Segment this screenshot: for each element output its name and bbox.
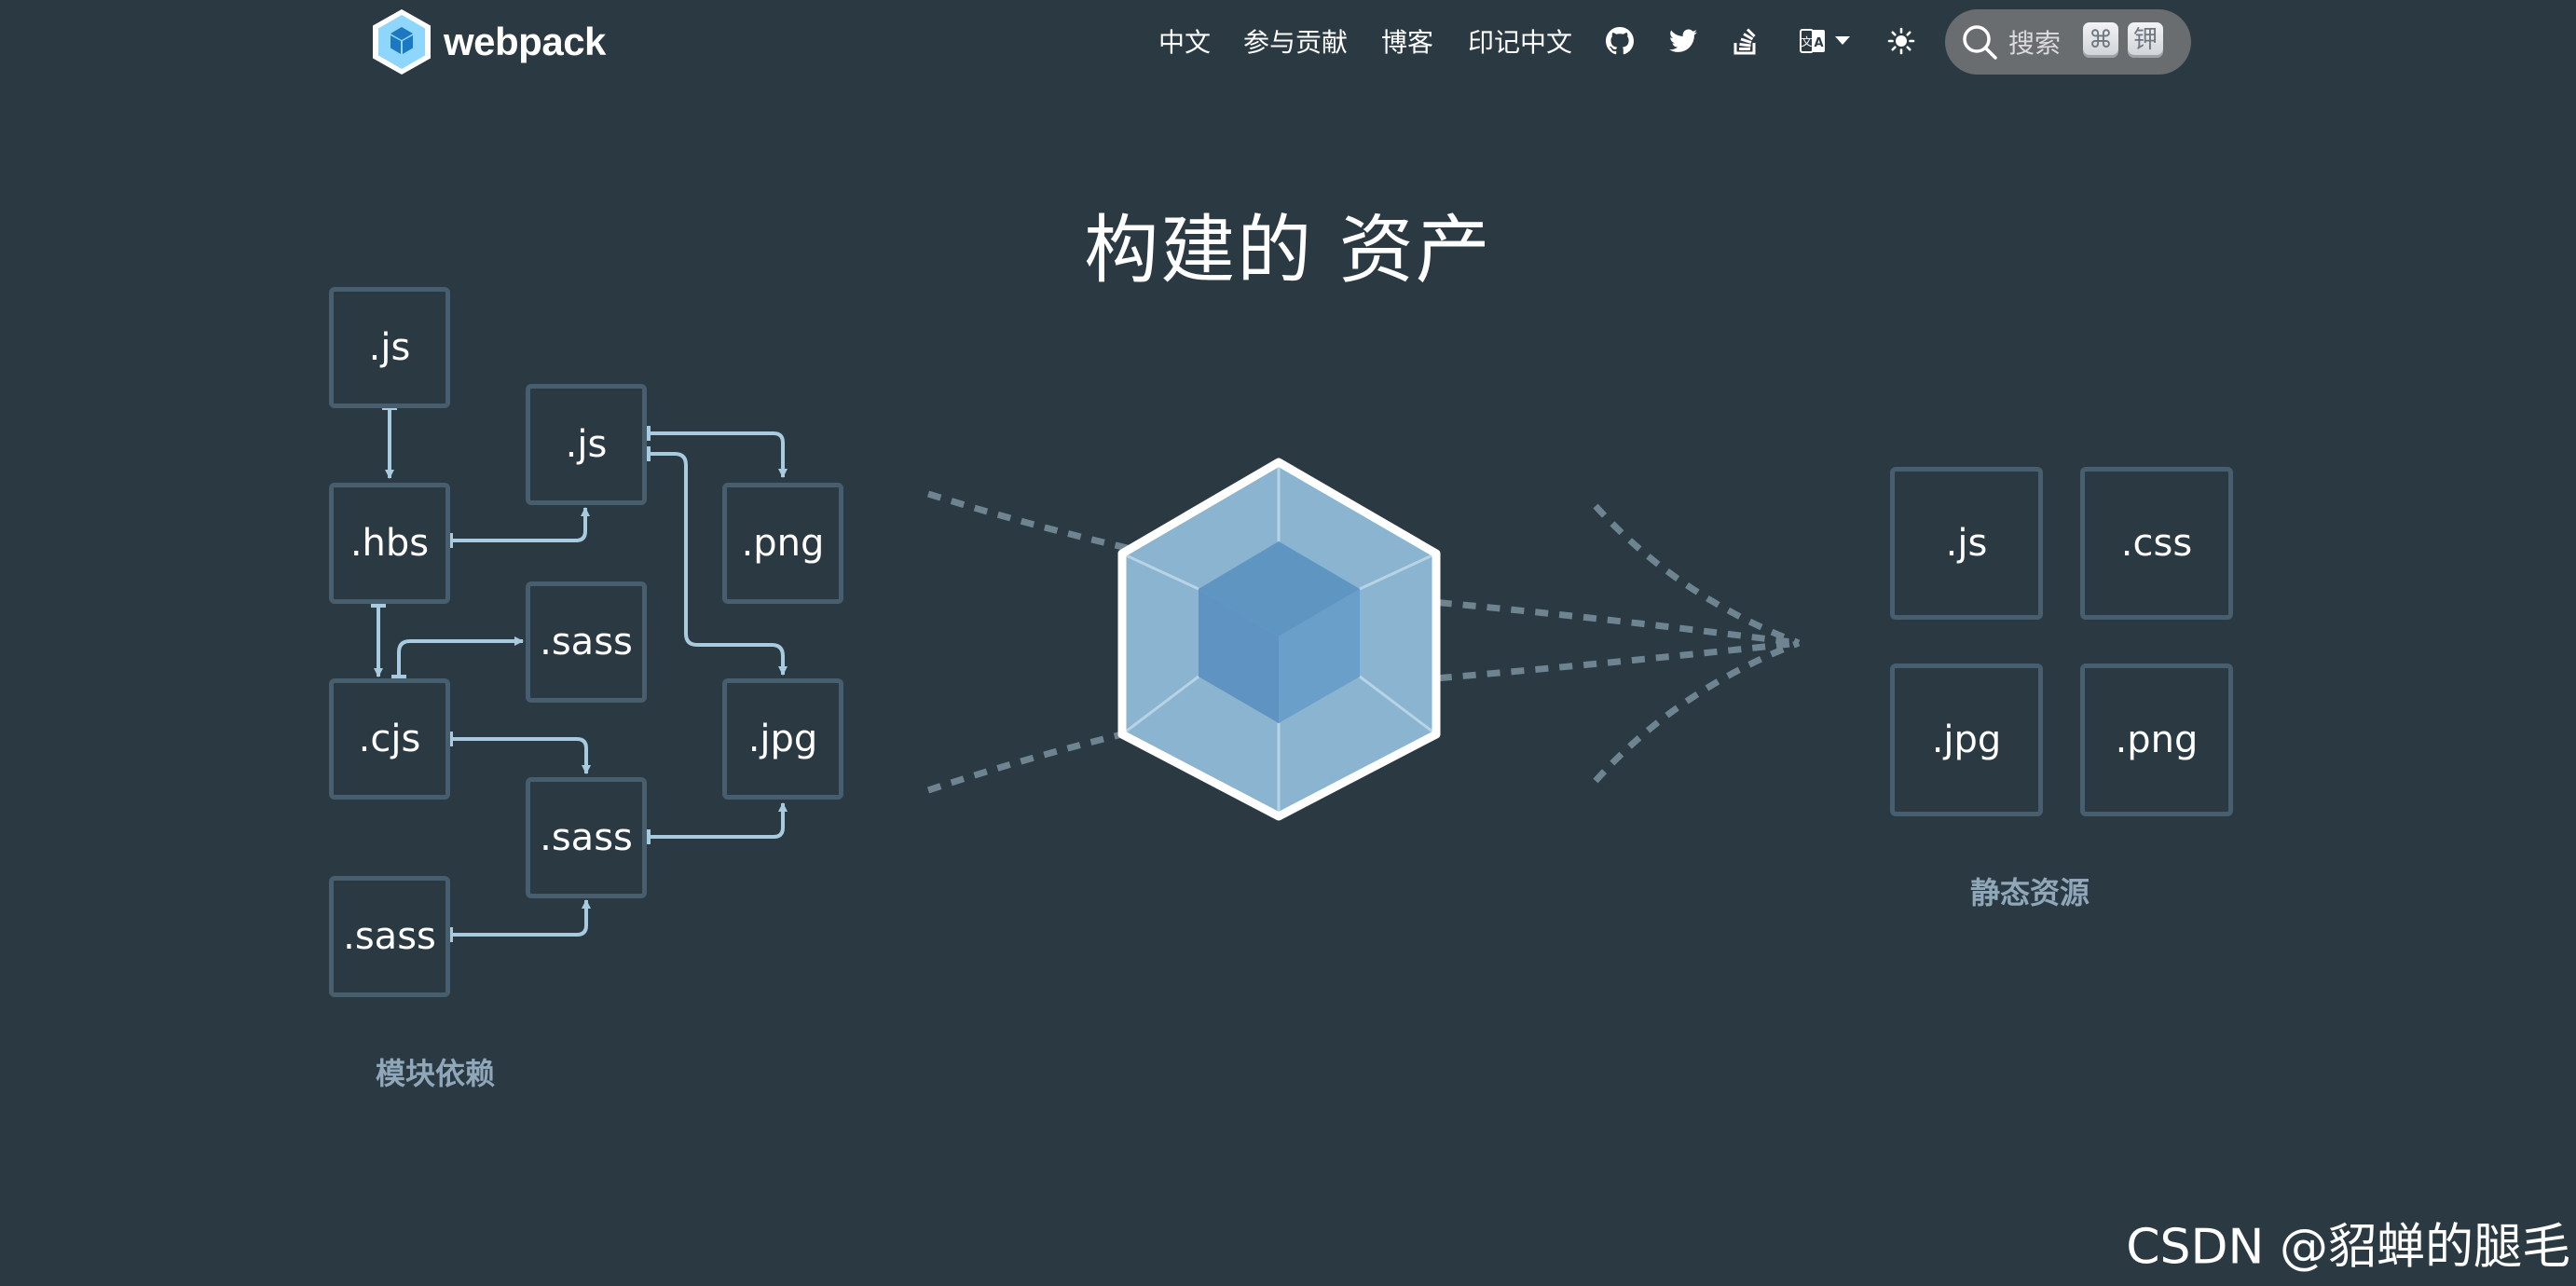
module-box-hbs: .hbs [329, 483, 450, 604]
module-box-png: .png [722, 483, 843, 604]
webpack-bundler-cube [1122, 462, 1436, 816]
asset-box-js: .js [1890, 467, 2043, 620]
asset-box-jpg: .jpg [1890, 664, 2043, 816]
module-box-js: .js [526, 384, 647, 505]
modules-caption: 模块依赖 [376, 1050, 495, 1093]
module-box-jpg: .jpg [722, 678, 843, 800]
module-box-cjs: .cjs [329, 678, 450, 800]
module-box-sass: .sass [526, 777, 647, 898]
module-box-sass: .sass [526, 581, 647, 703]
asset-box-png: .png [2080, 664, 2233, 816]
asset-box-css: .css [2080, 467, 2233, 620]
module-box-sass: .sass [329, 876, 450, 997]
assets-caption: 静态资源 [1970, 869, 2090, 912]
module-box-js: .js [329, 287, 450, 408]
csdn-watermark: CSDN @貂蝉的腿毛 [2126, 1208, 2570, 1278]
